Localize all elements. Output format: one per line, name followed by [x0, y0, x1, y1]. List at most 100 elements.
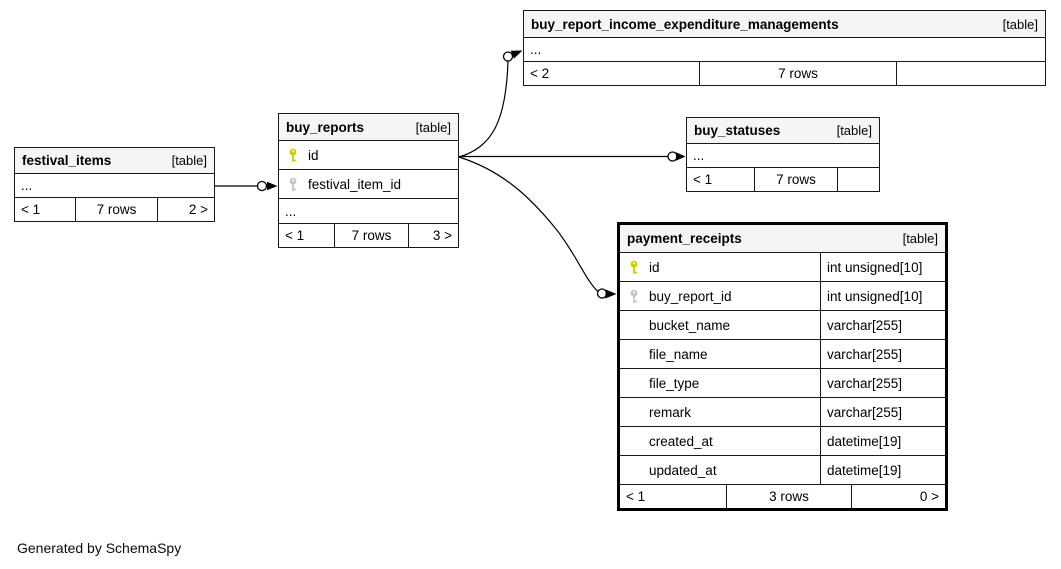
table-name: buy_reports — [286, 119, 365, 135]
zero-or-one-circle — [596, 288, 608, 299]
table-name: buy_report_income_expenditure_management… — [531, 16, 839, 32]
column-type-cell: int unsigned[10] — [820, 282, 945, 310]
zero-or-one-circle — [502, 51, 514, 62]
ellipsis-label: ... — [285, 203, 297, 219]
columns-ellipsis-row: ... — [279, 199, 458, 224]
ellipsis-label: ... — [21, 178, 33, 193]
column-name-cell: created_at — [620, 427, 820, 455]
table-node-buy_statuses[interactable]: buy_statuses [table]... < 1 7 rows — [686, 117, 880, 192]
footer-children-count: 3 > — [408, 224, 458, 247]
footer-rows-count: 7 rows — [754, 168, 837, 191]
footer-parents-count: < 1 — [626, 489, 646, 504]
table-footer: < 1 7 rows — [687, 168, 879, 191]
table-header[interactable]: buy_statuses [table] — [687, 118, 879, 144]
column-name: file_name — [649, 346, 708, 362]
column-type: varchar[255] — [827, 317, 903, 333]
table-type-tag: [table] — [836, 123, 872, 138]
fk-arrowhead — [676, 152, 686, 161]
columns-ellipsis-row: ... — [687, 144, 879, 168]
column-name-cell: festival_item_id — [279, 170, 458, 198]
table-header[interactable]: festival_items[table] — [15, 148, 214, 174]
column-type: int unsigned[10] — [827, 288, 923, 304]
column-type-cell: varchar[255] — [820, 340, 945, 368]
column-type: int unsigned[10] — [827, 259, 923, 275]
column-type-cell: varchar[255] — [820, 398, 945, 426]
column-name: buy_report_id — [649, 288, 732, 304]
footer-rows-count: 7 rows — [699, 62, 896, 85]
key-spacer — [628, 318, 641, 333]
column-name-cell: id — [620, 253, 820, 281]
relationship-payment_receipts-buy_report_id-to-buy_reports-id — [458, 156, 617, 299]
fk-arrowhead — [510, 50, 523, 59]
table-header[interactable]: payment_receipts[table] — [620, 225, 945, 253]
column-name: id — [649, 259, 660, 275]
primary-key-icon — [628, 260, 641, 275]
columns-ellipsis-row: ... — [15, 174, 214, 198]
column-name: created_at — [649, 433, 713, 449]
column-type: datetime[19] — [827, 462, 902, 478]
column-name-cell: file_name — [620, 340, 820, 368]
table-header[interactable]: buy_report_income_expenditure_management… — [524, 11, 1045, 38]
column-name-cell: buy_report_id — [620, 282, 820, 310]
column-name: id — [308, 147, 319, 163]
footer-children-count — [896, 62, 1045, 85]
table-header[interactable]: buy_reports [table] — [279, 114, 458, 141]
column-type: varchar[255] — [827, 404, 903, 420]
key-spacer — [628, 347, 641, 362]
zero-or-one-circle — [256, 180, 268, 192]
column-name-cell: remark — [620, 398, 820, 426]
footer-parents-count: < 2 — [530, 66, 550, 81]
table-name: buy_statuses — [694, 123, 781, 138]
column-row-created_at: created_at datetime[19] — [620, 427, 945, 456]
key-spacer — [628, 405, 641, 420]
key-spacer — [628, 434, 641, 449]
column-row-buy_report_id: buy_report_id int unsigned[10] — [620, 282, 945, 311]
relationship-buy_report_income_expenditure_managements-to-buy_reports-id — [458, 50, 523, 158]
column-type-cell: varchar[255] — [820, 311, 945, 339]
footer-rows-count: 7 rows — [75, 198, 157, 221]
column-name-cell: file_type — [620, 369, 820, 397]
footer-children-count: 2 > — [157, 198, 214, 221]
footer-rows-count: 7 rows — [334, 224, 408, 247]
column-row-id: id int unsigned[10] — [620, 253, 945, 282]
table-node-payment_receipts[interactable]: payment_receipts[table]id int unsigned[10… — [617, 222, 948, 511]
column-name: updated_at — [649, 462, 717, 478]
column-name: remark — [649, 404, 692, 420]
column-row-remark: remark varchar[255] — [620, 398, 945, 427]
ellipsis-label: ... — [693, 148, 705, 163]
primary-key-icon — [287, 148, 300, 163]
footer-parents-count: < 1 — [21, 202, 41, 217]
column-type-cell: datetime[19] — [820, 456, 945, 484]
foreign-key-icon — [287, 177, 300, 192]
table-node-buy_report_income_expenditure_managements[interactable]: buy_report_income_expenditure_management… — [523, 10, 1046, 86]
column-row-id: id — [279, 141, 458, 170]
column-row-bucket_name: bucket_name varchar[255] — [620, 311, 945, 340]
column-row-file_name: file_name varchar[255] — [620, 340, 945, 369]
column-type-cell: int unsigned[10] — [820, 253, 945, 281]
column-name: festival_item_id — [308, 176, 402, 192]
column-name: file_type — [649, 375, 700, 391]
column-row-festival_item_id: festival_item_id — [279, 170, 458, 199]
table-footer: < 2 7 rows — [524, 62, 1045, 85]
foreign-key-icon — [628, 289, 641, 304]
table-type-tag: [table] — [1002, 16, 1038, 32]
footer-rows-count: 3 rows — [726, 485, 851, 508]
zero-or-one-circle — [667, 151, 678, 162]
column-type: datetime[19] — [827, 433, 902, 449]
table-type-tag: [table] — [415, 119, 451, 135]
table-type-tag: [table] — [902, 231, 938, 246]
column-name-cell: bucket_name — [620, 311, 820, 339]
column-name-cell: id — [279, 141, 458, 169]
column-type: varchar[255] — [827, 375, 903, 391]
footer-parents-count: < 1 — [693, 172, 713, 187]
key-spacer — [628, 463, 641, 478]
fk-arrowhead — [267, 181, 278, 191]
generated-by-note: Generated by SchemaSpy — [17, 540, 182, 556]
column-type-cell: datetime[19] — [820, 427, 945, 455]
table-name: festival_items — [22, 153, 112, 168]
